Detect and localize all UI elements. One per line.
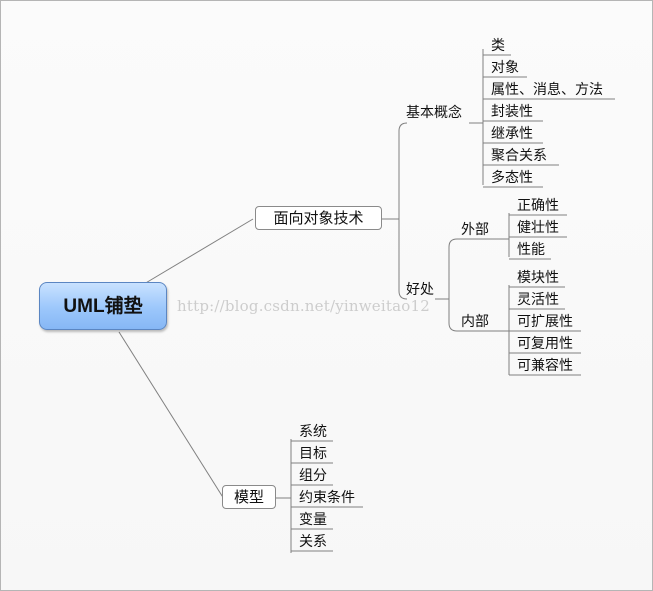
branch-oo-tech[interactable]: 面向对象技术	[255, 206, 382, 230]
basics-item[interactable]: 继承性	[491, 126, 533, 142]
model-item[interactable]: 变量	[299, 512, 327, 528]
internal-item[interactable]: 灵活性	[517, 292, 559, 308]
basics-item[interactable]: 属性、消息、方法	[491, 82, 603, 98]
model-item[interactable]: 约束条件	[299, 490, 355, 506]
basics-item[interactable]: 对象	[491, 60, 519, 76]
external-item[interactable]: 性能	[517, 242, 545, 258]
external-item[interactable]: 健壮性	[517, 220, 559, 236]
link-root-tech	[143, 218, 254, 285]
watermark-text: http://blog.csdn.net/yinweitao12	[177, 297, 430, 315]
link-root-model	[118, 331, 225, 500]
model-item[interactable]: 系统	[299, 424, 327, 440]
branch-model[interactable]: 模型	[222, 485, 276, 509]
internal-item[interactable]: 可兼容性	[517, 358, 573, 374]
sub-basic-concepts[interactable]: 基本概念	[406, 105, 462, 121]
internal-item[interactable]: 可扩展性	[517, 314, 573, 330]
basics-item[interactable]: 聚合关系	[491, 148, 547, 164]
internal-item[interactable]: 可复用性	[517, 336, 573, 352]
sub-benefits[interactable]: 好处	[406, 282, 434, 298]
sub-external[interactable]: 外部	[461, 222, 489, 238]
basics-item[interactable]: 多态性	[491, 170, 533, 186]
root-node[interactable]: UML铺垫	[39, 282, 167, 330]
link-tech-basics	[398, 122, 408, 219]
basics-item[interactable]: 类	[491, 38, 505, 54]
basics-item[interactable]: 封装性	[491, 104, 533, 120]
model-item[interactable]: 关系	[299, 534, 327, 550]
link-tech-benefits	[398, 219, 408, 300]
internal-item[interactable]: 模块性	[517, 270, 559, 286]
model-item[interactable]: 目标	[299, 446, 327, 462]
external-item[interactable]: 正确性	[517, 198, 559, 214]
sub-internal[interactable]: 内部	[461, 314, 489, 330]
model-item[interactable]: 组分	[299, 468, 327, 484]
